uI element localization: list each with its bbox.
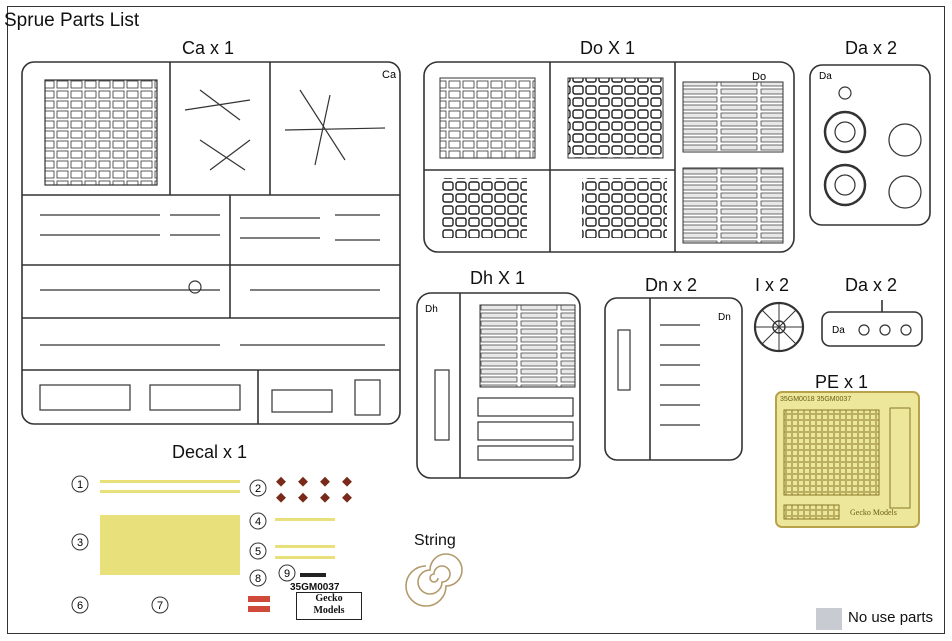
- sprue-dh-tag: Dh: [425, 304, 438, 315]
- sprue-dn: [604, 297, 743, 461]
- string-coil: [405, 553, 463, 607]
- string-label: String: [414, 532, 456, 549]
- no-use-label: No use parts: [848, 609, 934, 626]
- sprue-do-tag: Do: [752, 71, 766, 83]
- decal-number: 3: [77, 537, 83, 549]
- decal-black-strip: [300, 573, 326, 577]
- decal-number: 9: [284, 568, 290, 580]
- sprue-ca-label: Ca x 1: [182, 38, 235, 58]
- sprue-ca: [21, 61, 401, 425]
- sprue-do-label: Do X 1: [580, 38, 636, 58]
- sprue-da-top-tag: Da: [819, 71, 832, 82]
- decal-insignia: [276, 476, 352, 503]
- page-title: Sprue Parts List: [4, 10, 140, 31]
- sprue-ca-tag: Ca: [382, 69, 397, 81]
- decal-red-strip: [248, 596, 270, 602]
- sprue-dh: [416, 292, 581, 479]
- decal-red-strip: [248, 606, 270, 612]
- decal-code: 35GM0037: [290, 582, 340, 593]
- sprue-i: [753, 301, 805, 353]
- sprue-i-label: I x 2: [755, 275, 790, 295]
- sprue-dn-tag: Dn: [718, 312, 731, 323]
- pe-brand: Gecko Models: [850, 508, 897, 517]
- sprue-pe-label: PE x 1: [815, 372, 869, 392]
- decal-number: 7: [157, 600, 163, 612]
- decal-label: Decal x 1: [172, 442, 248, 462]
- decal-number: 8: [255, 573, 261, 585]
- sheet-frame: [7, 6, 945, 634]
- sprue-dn-label: Dn x 2: [645, 275, 698, 295]
- sprue-da-small-tag: Da: [832, 325, 845, 336]
- sprue-do: [423, 61, 795, 253]
- decal-number: 2: [255, 483, 261, 495]
- sprue-da-small: [821, 300, 923, 347]
- pe-fret: [775, 391, 920, 528]
- pe-code: 35GM0018 35GM0037: [780, 396, 851, 403]
- decal-sheet: [100, 480, 335, 575]
- decal-number: 1: [77, 479, 83, 491]
- no-use-swatch: [816, 608, 842, 630]
- decal-number: 6: [77, 600, 83, 612]
- sprue-da-top-label: Da x 2: [845, 38, 898, 58]
- gecko-logo: Gecko Models: [296, 592, 362, 620]
- sprue-dh-label: Dh X 1: [470, 268, 526, 288]
- sprue-da-top: [809, 64, 931, 226]
- decal-number: 5: [255, 546, 261, 558]
- sprue-da-small-label: Da x 2: [845, 275, 898, 295]
- decal-number: 4: [255, 516, 261, 528]
